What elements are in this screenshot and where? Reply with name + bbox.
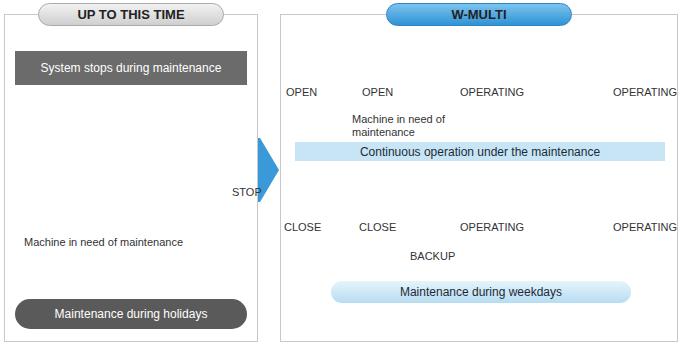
state-label: BACKUP <box>410 250 455 263</box>
state-label: Machine in need of maintenance <box>24 236 183 249</box>
panel: UP TO THIS TIMESystem stops during maint… <box>4 14 258 342</box>
state-label: OPERATING <box>613 221 677 234</box>
band-text: Maintenance during holidays <box>55 307 208 321</box>
band-text: Continuous operation under the maintenan… <box>360 145 600 159</box>
panel-heading: UP TO THIS TIME <box>38 3 224 26</box>
panel-heading: W-MULTI <box>386 3 572 26</box>
band-text: System stops during maintenance <box>41 61 222 75</box>
state-label: CLOSE <box>359 221 396 234</box>
state-label: OPERATING <box>460 86 524 99</box>
panel: W-MULTIContinuous operation under the ma… <box>280 14 678 342</box>
state-label: OPERATING <box>613 86 677 99</box>
state-label: OPERATING <box>460 221 524 234</box>
status-band: Continuous operation under the maintenan… <box>295 142 665 161</box>
state-label: Machine in need of maintenance <box>352 113 450 138</box>
state-label: CLOSE <box>284 221 321 234</box>
state-label: STOP <box>232 186 262 199</box>
state-label: OPEN <box>362 86 393 99</box>
note-band: Maintenance during holidays <box>15 299 247 329</box>
state-label: OPEN <box>286 86 317 99</box>
status-band: System stops during maintenance <box>15 51 247 85</box>
note-band: Maintenance during weekdays <box>331 281 631 303</box>
band-text: Maintenance during weekdays <box>400 285 562 299</box>
